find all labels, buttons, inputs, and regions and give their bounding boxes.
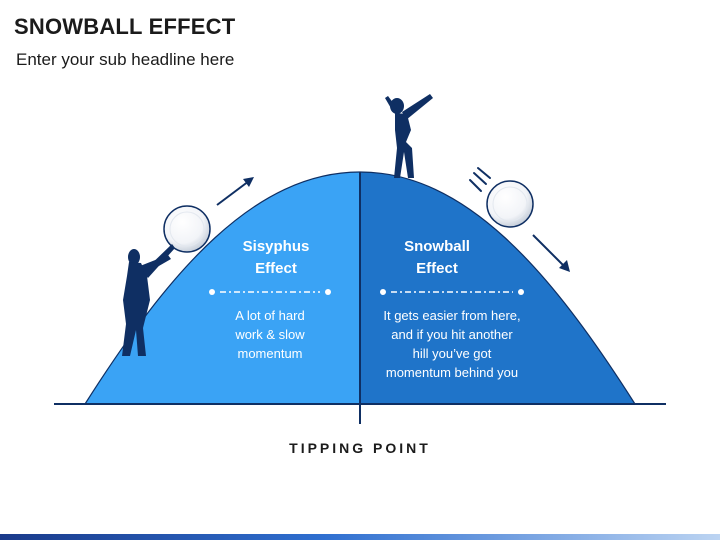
page-title: SNOWBALL EFFECT [14,14,236,39]
right-panel-text: It gets easier from here, and if you hit… [362,306,542,382]
right-panel-title-line2: Effect [416,260,458,277]
left-panel-text-line2: work & slow [235,327,305,342]
left-panel-text: A lot of hard work & slow momentum [180,306,360,363]
hill-right-half [360,172,635,404]
page-subtitle: Enter your sub headline here [16,50,235,69]
arrow-up-right-icon [216,177,254,206]
tipping-point-label: TIPPING POINT [289,440,431,456]
arrow-down-right-icon [532,234,570,272]
right-separator [380,289,524,295]
left-separator [209,289,331,295]
right-panel-title-line1: Snowball [404,238,470,255]
footer-bar [0,534,720,540]
snowball-icon [486,180,534,228]
left-panel-title: Sisyphus Effect [196,236,356,280]
left-panel-text-line1: A lot of hard [235,308,305,323]
right-panel-text-line2: and if you hit another [391,327,513,342]
motion-lines-icon [469,167,491,192]
right-panel-title: Snowball Effect [357,236,517,280]
left-panel-title-line2: Effect [255,260,297,277]
left-panel-title-line1: Sisyphus [242,238,310,255]
person-pushing-icon [122,244,175,356]
right-panel-text-line1: It gets easier from here, [383,308,521,323]
right-panel-text-line4: momentum behind you [385,365,519,380]
person-celebrating-icon [385,94,433,178]
left-panel-text-line3: momentum [237,346,303,361]
hill-left-half [85,172,360,404]
right-panel-text-line3: hill you’ve got [412,346,492,361]
snowball-icon [163,205,211,253]
